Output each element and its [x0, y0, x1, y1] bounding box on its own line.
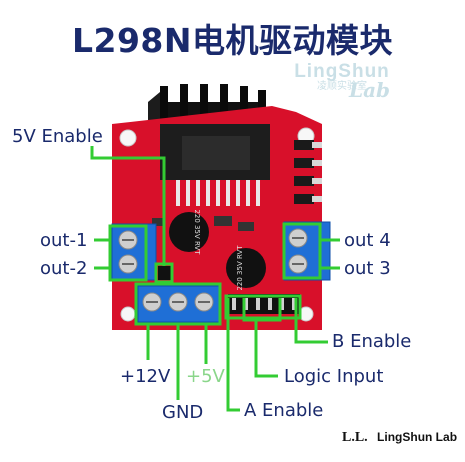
label-plus-12v: +12V	[120, 366, 171, 387]
label-a-enable: A Enable	[244, 400, 324, 421]
logic-header	[228, 294, 300, 314]
label-out-1: out-1	[40, 230, 88, 251]
label-out-2: out-2	[40, 258, 88, 279]
label-plus-5v: +5V	[186, 366, 225, 387]
svg-text:220 35V RVT: 220 35V RVT	[193, 209, 201, 255]
footer-name: LingShun Lab	[377, 430, 458, 444]
terminal-block-power	[137, 285, 221, 323]
label-logic-input: Logic Input	[284, 366, 384, 387]
footer-mark: L.L.	[342, 430, 368, 445]
terminal-block-right	[283, 221, 331, 281]
footer-brand: L.L. LingShun Lab	[342, 430, 457, 446]
watermark-logo: LingShun 凌顺实验室 Lab	[294, 61, 391, 102]
page-title: L298N电机驱动模块	[71, 21, 394, 60]
label-out-4: out 4	[344, 230, 391, 251]
callout-lines	[90, 146, 340, 412]
label-b-enable: B Enable	[332, 331, 412, 352]
terminal-block-left	[111, 223, 157, 281]
svg-text:220 35V RVT: 220 35V RVT	[236, 245, 244, 291]
capacitor-right: 220 35V RVT	[226, 245, 266, 291]
label-gnd: GND	[162, 402, 204, 423]
label-out-3: out 3	[344, 258, 391, 279]
label-5v-enable: 5V Enable	[12, 126, 103, 147]
l298-chip	[160, 124, 270, 206]
capacitor-left: 220 35V RVT	[169, 209, 209, 255]
